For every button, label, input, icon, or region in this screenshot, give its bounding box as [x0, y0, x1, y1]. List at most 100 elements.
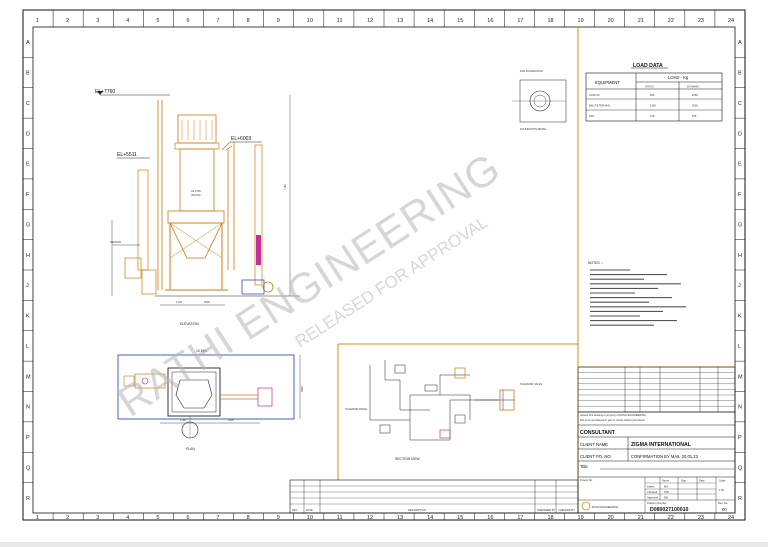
load-data-table: LOAD DATA EQUIPMENT LOAD - Kg STATIC DYN… — [585, 63, 723, 122]
section-view: SOLENOID VALVE SOLENOID PANEL SECTION VI… — [345, 360, 542, 461]
column-marker: 21 — [638, 515, 644, 521]
row-marker: R — [26, 496, 30, 502]
column-marker: 9 — [277, 18, 280, 24]
el-mid-label: EL+6003 — [231, 136, 251, 142]
notes-title: NOTES :- — [588, 261, 603, 265]
filter-plan — [167, 367, 221, 417]
scale-value: 1:30 — [719, 488, 725, 492]
stack-section — [256, 235, 261, 265]
description-col-label: DESCRIPTION — [408, 508, 426, 512]
revision-block-bottom: REV DATE DESCRIPTION PREPARED BY CHECKED… — [289, 479, 579, 514]
row-marker: J — [26, 283, 29, 289]
column-marker: 14 — [427, 18, 433, 24]
el-top-label: EL+7760 — [95, 89, 115, 95]
checked-name: PSK — [664, 490, 669, 494]
column-marker: 18 — [547, 18, 553, 24]
client-value: ZIGMA INTERNATIONAL — [631, 442, 692, 448]
row-marker: C — [26, 101, 30, 107]
stack — [254, 144, 263, 286]
row-marker: E — [26, 162, 30, 168]
column-marker: 13 — [397, 18, 403, 24]
fan-frame — [241, 279, 265, 295]
elevation-title: ELEVATION — [180, 322, 199, 326]
column-marker: 12 — [367, 18, 373, 24]
plan-dim-2: 2500 — [228, 418, 234, 422]
fan-motor — [262, 281, 274, 293]
column-marker: 18 — [547, 515, 553, 521]
company-logo — [581, 501, 591, 511]
row-marker: A — [26, 40, 30, 46]
row-marker: H — [738, 253, 742, 259]
elev-dim-1: 1700 — [176, 300, 182, 304]
row-marker: D — [26, 131, 30, 137]
column-marker: 8 — [247, 515, 250, 521]
checked-col-label: CHECKED BY — [558, 508, 575, 512]
column-marker: 5 — [156, 515, 159, 521]
col-load: LOAD - Kg — [668, 75, 689, 80]
load-static: 1400 — [650, 104, 656, 108]
row-marker: M — [738, 374, 743, 380]
foundation-detail: FAN FOUNDATION FOUNDATION DETAIL — [512, 69, 567, 131]
column-marker: 3 — [96, 515, 99, 521]
column-marker: 15 — [457, 515, 463, 521]
load-dynamic: 2000 — [692, 104, 698, 108]
elev-height: 7760 — [283, 184, 287, 190]
approved-label: Approved — [647, 496, 659, 500]
column-marker: 16 — [487, 515, 493, 521]
client-label: CLIENT NAME — [580, 442, 608, 447]
checked-label: Checked — [647, 490, 658, 494]
row-marker: E — [738, 162, 742, 168]
revision-table-right — [577, 366, 736, 413]
row-marker: L — [26, 344, 29, 350]
column-marker: 3 — [96, 18, 99, 24]
drawn-label: Drawn — [647, 485, 655, 489]
section-fan — [499, 389, 515, 411]
load-dynamic: 575 — [692, 114, 697, 118]
row-marker: Q — [738, 465, 743, 471]
column-marker: 20 — [608, 515, 614, 521]
column-marker: 11 — [337, 18, 343, 24]
svg-text:AF 3706: AF 3706 — [191, 189, 201, 193]
row-marker: N — [738, 405, 742, 411]
column-marker: 24 — [728, 18, 734, 24]
client-po-label: CLIENT PO. NO. — [580, 454, 612, 459]
row-marker: D — [738, 131, 742, 137]
column-marker: 21 — [638, 18, 644, 24]
col-dynamic: DYNAMIC — [687, 85, 699, 89]
column-marker: 2 — [66, 515, 69, 521]
approved-name: MB — [664, 496, 668, 500]
column-marker: 17 — [517, 515, 523, 521]
column-marker: 11 — [337, 515, 343, 521]
prepared-col-label: PREPARED BY — [537, 508, 556, 512]
section-title: SECTION VIEW — [395, 457, 420, 461]
svg-text:SOLENOID PANEL: SOLENOID PANEL — [345, 407, 368, 411]
row-marker: Q — [26, 465, 31, 471]
sign-label: Sign — [681, 479, 687, 483]
row-marker: F — [738, 192, 742, 198]
column-marker: 20 — [608, 18, 614, 24]
scale-label: Scale — [719, 479, 726, 483]
row-marker: R — [738, 496, 742, 502]
column-marker: 9 — [277, 515, 280, 521]
plan-dim-3: 4900 — [300, 386, 304, 392]
rev-col-label: REV — [292, 508, 298, 512]
load-static: 370 — [650, 114, 655, 118]
row-marker: M — [26, 374, 31, 380]
plan-view: 10 MIN 1700 2500 4900 PLAN — [117, 349, 304, 451]
plan-title: PLAN — [186, 447, 195, 451]
elev-dim-2: 2500 — [204, 300, 210, 304]
column-marker: 6 — [186, 515, 189, 521]
drawn-name: MG — [664, 485, 668, 489]
column-marker: 16 — [487, 18, 493, 24]
column-marker: 1 — [36, 18, 39, 24]
project-label: Project No. — [580, 478, 593, 482]
svg-text:FOUNDATION DETAIL: FOUNDATION DETAIL — [520, 127, 547, 131]
title-block: Issued: this drawing is property of RATH… — [577, 411, 736, 514]
column-marker: 22 — [668, 18, 674, 24]
